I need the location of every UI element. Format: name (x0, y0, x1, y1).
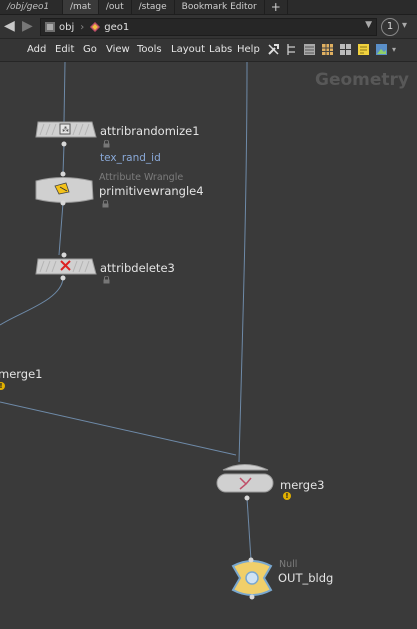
tab-out[interactable]: /out (99, 0, 132, 14)
forward-arrow-icon[interactable]: ▶ (22, 18, 33, 34)
node-attribdelete3-body[interactable] (35, 252, 97, 281)
menu-edit[interactable]: Edit (55, 44, 75, 55)
node-out-bldg-type: Null (279, 559, 298, 570)
grid-view-icon[interactable] (321, 43, 334, 56)
node-attribrandomize1-body[interactable]: ⁂ (35, 121, 97, 147)
tab-bookmark-editor[interactable]: Bookmark Editor (175, 0, 265, 14)
tab-mat[interactable]: /mat (63, 0, 99, 14)
breadcrumb-obj-label: obj (59, 21, 75, 33)
node-merge3-label[interactable]: merge3 (280, 478, 325, 492)
wire-attribrandomize1-to-primitivewrangle4 (62, 143, 65, 175)
breadcrumb-geo1[interactable]: geo1 (86, 22, 133, 33)
pin-button[interactable]: 1 (381, 18, 399, 36)
lock-icon (103, 140, 110, 148)
node-out-bldg-label[interactable]: OUT_bldg (278, 571, 334, 585)
wire-merge3-to-out-bldg (246, 497, 252, 561)
svg-text:⁂: ⁂ (62, 126, 69, 134)
image-icon[interactable] (375, 43, 388, 56)
lock-icon (103, 276, 110, 284)
menu-add[interactable]: Add (27, 44, 47, 55)
wire-top-to-merge3 (238, 62, 248, 463)
chevron-down-icon[interactable]: ▼ (365, 20, 372, 30)
menu-go[interactable]: Go (83, 44, 97, 55)
menu-tools[interactable]: Tools (137, 44, 162, 55)
breadcrumb: obj › geo1 ▼ (40, 18, 377, 36)
tab-obj-geo1[interactable]: /obj/geo1 (0, 0, 63, 14)
path-bar: ◀ ▶ obj › geo1 ▼ 1 ▾ (0, 15, 417, 39)
warning-icon: ! (0, 382, 5, 390)
tree-icon[interactable] (285, 43, 298, 56)
network-context-label: Geometry (315, 70, 409, 90)
network-icon (45, 22, 55, 32)
back-arrow-icon[interactable]: ◀ (4, 18, 15, 34)
sticky-note-icon[interactable] (357, 43, 370, 56)
wire-primitivewrangle4-to-attribdelete3 (58, 202, 64, 256)
lock-icon (102, 200, 109, 208)
wire-merge1-to-merge3 (0, 401, 237, 456)
breadcrumb-obj[interactable]: obj (41, 22, 78, 33)
menu-bar: Add Edit Go View Tools Layout Labs Help … (0, 39, 417, 62)
list-view-icon[interactable] (303, 43, 316, 56)
node-out-bldg-body[interactable] (231, 557, 273, 600)
wire-attribdelete3-to-merge1 (0, 277, 64, 326)
breadcrumb-geo1-label: geo1 (104, 21, 130, 33)
menu-labs[interactable]: Labs (209, 44, 233, 55)
warning-icon: ! (283, 492, 291, 500)
node-attribrandomize1-attr: tex_rand_id (100, 152, 161, 164)
tiles-view-icon[interactable] (339, 43, 352, 56)
node-primitivewrangle4-body[interactable] (35, 171, 94, 206)
node-merge1-label[interactable]: merge1 (0, 367, 43, 381)
toolbar-overflow-icon[interactable]: ▾ (392, 45, 397, 54)
menu-help[interactable]: Help (237, 44, 260, 55)
pane-tab-bar: /obj/geo1 /mat /out /stage Bookmark Edit… (0, 0, 417, 15)
network-canvas[interactable]: ⁂ (0, 62, 417, 629)
node-attribrandomize1-label[interactable]: attribrandomize1 (100, 124, 200, 138)
node-merge3-body[interactable] (216, 464, 274, 501)
geo-icon (90, 22, 101, 32)
new-tab-button[interactable]: + (265, 0, 288, 14)
wire-top-to-attribrandomize1 (63, 62, 66, 123)
node-primitivewrangle4-label[interactable]: primitivewrangle4 (99, 184, 204, 198)
breadcrumb-separator: › (80, 21, 85, 33)
node-attribdelete3-label[interactable]: attribdelete3 (100, 261, 175, 275)
menu-view[interactable]: View (106, 44, 130, 55)
tab-stage[interactable]: /stage (132, 0, 175, 14)
pane-menu-icon[interactable]: ▾ (402, 20, 408, 31)
node-primitivewrangle4-type: Attribute Wrangle (99, 172, 184, 183)
menu-layout[interactable]: Layout (171, 44, 205, 55)
wrench-icon[interactable] (267, 43, 280, 56)
